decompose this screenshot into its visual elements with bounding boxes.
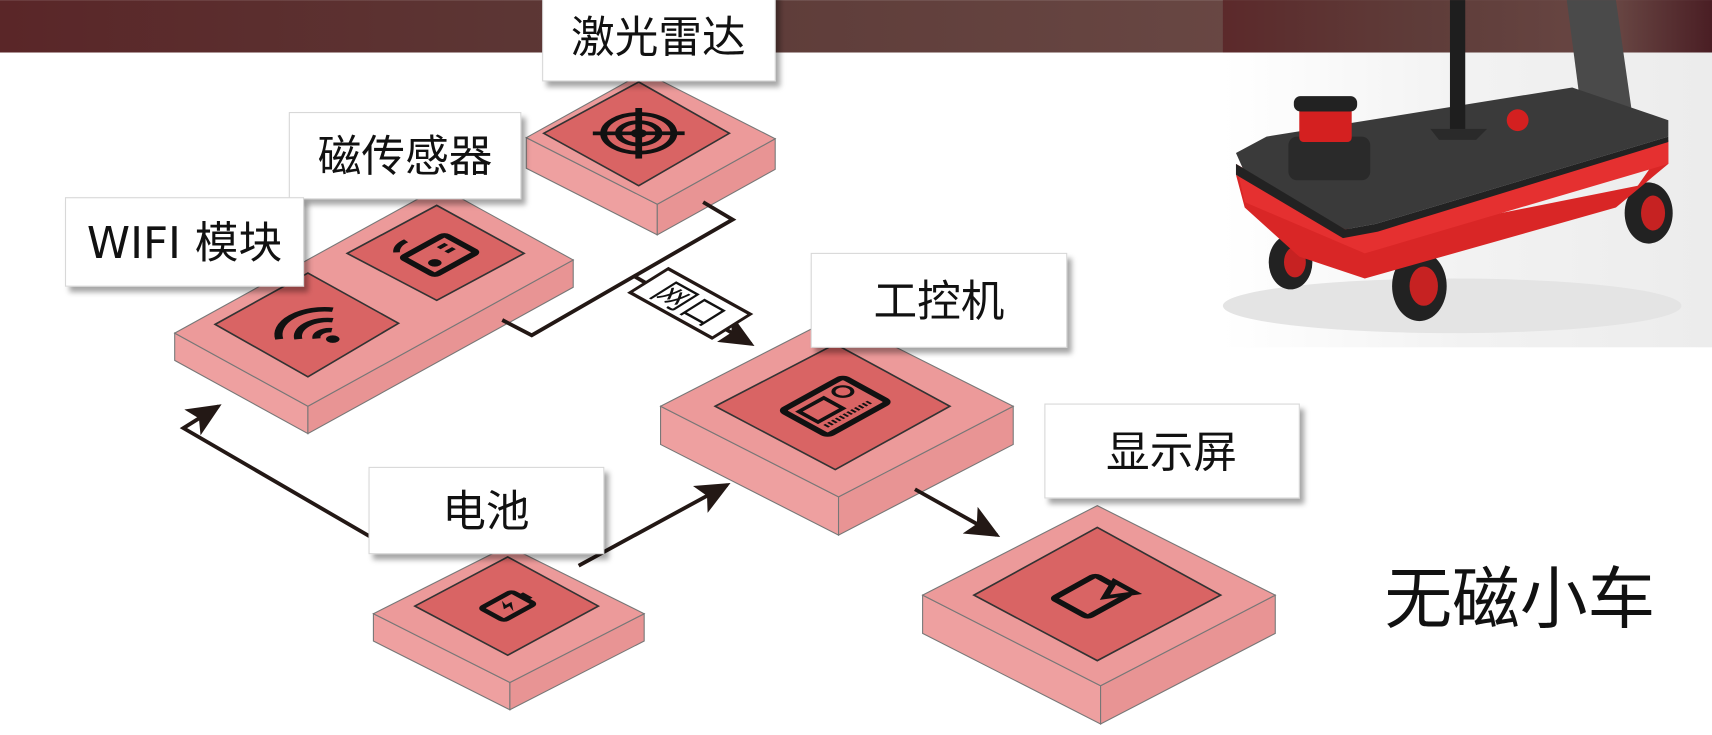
label-wifi: WIFI 模块 — [64, 197, 305, 287]
slab-inner-panel — [972, 526, 1223, 662]
robot-image — [1222, 0, 1712, 348]
display-icon — [1050, 573, 1143, 619]
label-ipc-text: 工控机 — [873, 277, 1004, 328]
diagram-title: 无磁小车 — [1384, 559, 1655, 638]
label-laser: 激光雷达 — [542, 0, 776, 82]
arrow-laser-to-ipc — [501, 200, 737, 338]
slab-ipc — [659, 316, 1015, 536]
label-battery-text: 电池 — [442, 486, 529, 537]
label-display-text: 显示屏 — [1106, 427, 1237, 478]
magnetic-sensor-icon — [393, 233, 480, 277]
slab-battery — [372, 545, 646, 711]
slab-laser — [525, 71, 777, 236]
label-ipc: 工控机 — [810, 252, 1068, 348]
slab-display — [921, 505, 1277, 725]
slab-inner-panel — [713, 343, 952, 471]
label-laser-text: 激光雷达 — [571, 13, 746, 64]
arrow-battery-to-wifi — [179, 404, 373, 539]
wifi-icon — [274, 307, 340, 343]
label-wifi-text: WIFI 模块 — [87, 218, 282, 269]
slab-wifi-magnetic — [173, 186, 575, 435]
label-magnetic-text: 磁传感器 — [318, 132, 493, 183]
label-magnetic: 磁传感器 — [288, 112, 522, 200]
battery-icon — [479, 590, 537, 622]
radar-icon — [592, 108, 685, 159]
slab-inner-panel — [345, 204, 526, 302]
port-label: 网口 — [627, 266, 754, 340]
label-display: 显示屏 — [1044, 403, 1300, 499]
label-battery: 电池 — [368, 466, 605, 555]
arrow-ipc-to-display — [914, 487, 1001, 537]
